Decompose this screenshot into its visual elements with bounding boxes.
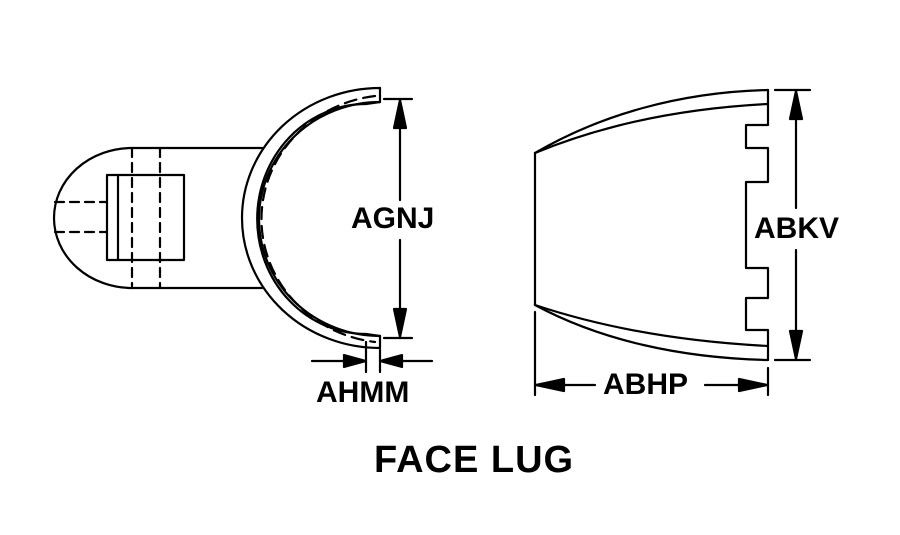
lug-hidden-lines — [53, 146, 162, 290]
ahmm-label: AHMM — [316, 376, 410, 409]
agnj-label: AGNJ — [351, 202, 435, 235]
ahmm-dimension-line — [310, 340, 434, 374]
abkv-dimension-line — [773, 88, 812, 362]
abkv-label: ABKV — [754, 212, 840, 245]
lug-body — [52, 146, 264, 290]
diagram-caption: FACE LUG — [374, 439, 575, 481]
lug-curved-face — [240, 86, 382, 350]
abhp-label: ABHP — [603, 368, 689, 401]
lug-square-boss — [105, 173, 186, 262]
abhp-dimension-line — [533, 310, 770, 397]
lug-side-profile — [533, 88, 770, 362]
agnj-dimension-line — [382, 97, 414, 340]
